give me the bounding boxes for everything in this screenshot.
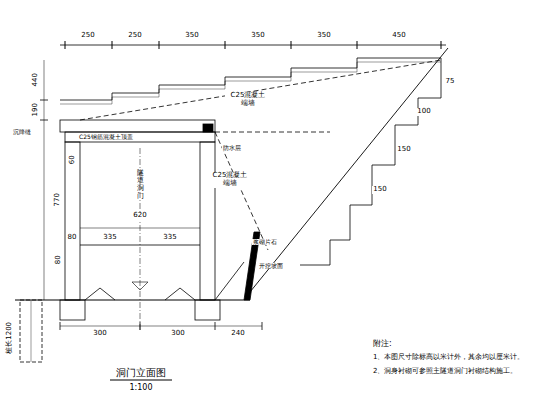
drawing-label: 450 xyxy=(391,32,406,40)
drawing-label: 80 xyxy=(67,234,78,242)
drawing-label: 75 xyxy=(445,78,456,86)
drawing-label: 2、洞身衬砌可参照主隧道洞门衬砌结构施工。 xyxy=(372,368,518,376)
drawing-label: 100 xyxy=(416,108,431,116)
drawing-label: 隧道洞门 xyxy=(136,170,145,201)
drawing-label: 350 xyxy=(184,32,199,40)
drawing-label: 190 xyxy=(32,102,40,117)
drawing-label: 150 xyxy=(372,186,387,194)
drawing-label: C25混凝土 端墙 xyxy=(207,172,253,187)
drawing-label: 沉降缝 xyxy=(12,129,32,136)
drawing-label: 440 xyxy=(32,72,40,87)
drawing-label: 1、本图尺寸除标高以米计外，其余均以厘米计。 xyxy=(372,354,525,362)
drawing-label: 1:100 xyxy=(128,384,153,393)
drawing-label: 350 xyxy=(250,32,265,40)
drawing-label: 桩长1200 xyxy=(6,321,14,355)
drawing-label: 开挖坡面 xyxy=(258,263,284,270)
drawing-label: C25钢筋混凝土顶盖 xyxy=(78,134,134,141)
drawing-label: 240 xyxy=(230,330,245,338)
drawing-label: 620 xyxy=(132,212,147,220)
drawing-label: 300 xyxy=(170,330,185,338)
drawing-label: 770 xyxy=(54,192,62,207)
drawing-label: 防水层 xyxy=(222,145,242,152)
drawing-label: 335 xyxy=(162,234,177,242)
drawing-label: 300 xyxy=(92,330,107,338)
drawing-label: 浆砌片石 xyxy=(252,239,278,246)
drawing-label: 350 xyxy=(316,32,331,40)
drawing-label: 335 xyxy=(102,234,117,242)
drawing-title: 洞门立面图 xyxy=(115,367,167,378)
drawing-label: 250 xyxy=(127,32,142,40)
drawing-label: 80 xyxy=(54,255,62,266)
drawing-label: 150 xyxy=(396,146,411,154)
drawing-label: 250 xyxy=(80,32,95,40)
drawing-label: 60 xyxy=(68,155,76,166)
drawing-label: C25混凝土 端墙 xyxy=(225,92,271,107)
drawing-label: 附注: xyxy=(372,340,393,349)
